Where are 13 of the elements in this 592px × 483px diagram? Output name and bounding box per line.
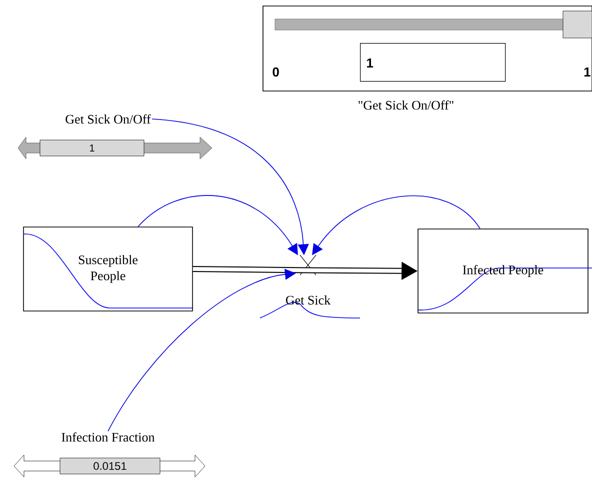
- variable-name: Infection Fraction: [62, 432, 155, 442]
- variable-name: Get Sick On/Off: [66, 114, 151, 124]
- slider-control: 1: [18, 136, 212, 160]
- flow-label: Get Sick: [286, 295, 331, 305]
- slider-panel: 1 0 1: [262, 6, 592, 92]
- flow-pipe: [192, 266, 308, 274]
- node-label: 0: [272, 67, 279, 77]
- node-label: 1: [584, 68, 590, 76]
- slider-control: 0.0151: [14, 454, 206, 478]
- connector-arrow: [108, 268, 296, 432]
- node-label: 1: [367, 58, 374, 68]
- stock-box: Susceptible People: [23, 226, 193, 312]
- slider-caption: "Get Sick On/Off": [358, 100, 454, 110]
